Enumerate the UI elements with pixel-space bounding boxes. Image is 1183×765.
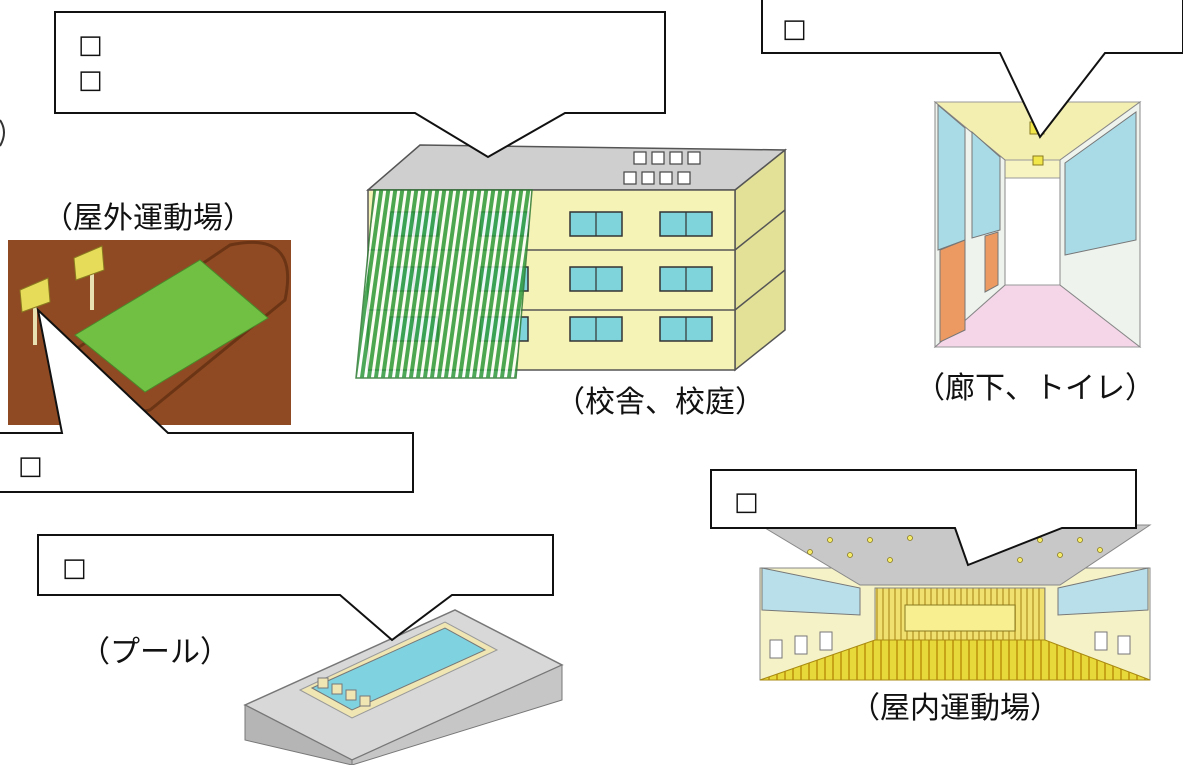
- school-building-label: （校舎、校庭）: [555, 385, 765, 420]
- gymnasium-illustration: （屋内運動場）: [758, 524, 1152, 726]
- corridor-door: [939, 239, 966, 343]
- grass-field: [74, 259, 269, 393]
- green-net: [355, 189, 533, 379]
- gym-floor: [759, 639, 1151, 681]
- corridor-label: （廊下、トイレ）: [915, 371, 1155, 406]
- pool-label: （プール）: [80, 635, 230, 670]
- callout-gymnasium: □: [710, 469, 1137, 567]
- building-roof: [365, 144, 788, 191]
- callout-corridor: □: [761, 0, 1183, 139]
- callout-gymnasium-line: □: [734, 487, 759, 517]
- callout-school-line-2: □: [78, 65, 103, 95]
- starting-blocks-icon: [317, 677, 371, 707]
- corridor-illustration: （廊下、トイレ）: [915, 100, 1155, 406]
- rooftop-units-icon: [623, 151, 701, 185]
- school-building-illustration: （校舎、校庭）: [355, 144, 788, 420]
- outdoor-ground-illustration: （屋外運動場）: [8, 201, 291, 425]
- gym-stage: [904, 604, 1016, 632]
- pool-illustration: （プール）: [80, 609, 564, 765]
- callout-school-building: □ □: [54, 11, 666, 159]
- callout-outdoor-line: □: [18, 451, 43, 481]
- callout-corridor-line: □: [782, 14, 807, 44]
- edge-mark: [0, 119, 5, 147]
- callout-school-line-1: □: [78, 30, 103, 60]
- callout-pool: □: [37, 534, 554, 642]
- gymnasium-label: （屋内運動場）: [850, 691, 1060, 726]
- corridor-end: [1004, 177, 1061, 286]
- callout-outdoor-ground: □: [0, 307, 414, 493]
- floodlight-icon: [19, 245, 105, 345]
- callout-pool-line: □: [62, 553, 87, 583]
- outdoor-ground-label: （屋外運動場）: [43, 201, 253, 236]
